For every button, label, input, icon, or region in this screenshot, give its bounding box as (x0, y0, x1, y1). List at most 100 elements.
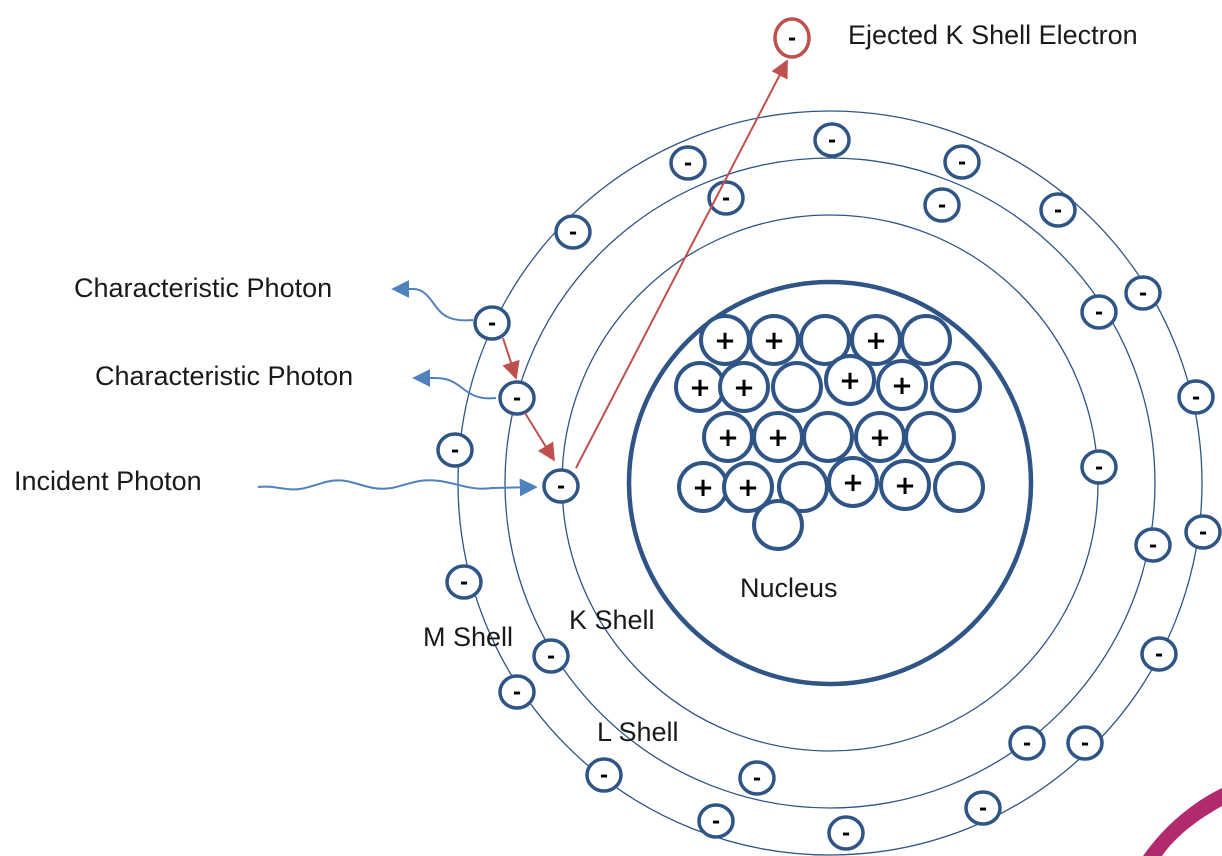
ejection-arrow (575, 59, 788, 469)
neutron (930, 361, 982, 413)
electron: - (964, 790, 1002, 826)
proton-sign: + (869, 423, 891, 453)
proton-sign: + (839, 366, 861, 396)
electron: - (738, 760, 776, 796)
proton: + (854, 411, 906, 463)
electron: - (532, 638, 570, 674)
electron-group: ---------------------------- (436, 122, 1222, 851)
electron: - (498, 674, 536, 710)
neutron (799, 314, 851, 366)
proton-sign: + (717, 423, 739, 453)
electron-sign: - (557, 474, 565, 498)
electron: - (1177, 379, 1215, 415)
neutron (900, 314, 952, 366)
electron-sign: - (722, 186, 730, 210)
electron: - (1080, 449, 1118, 485)
decorative-swoosh (1143, 788, 1222, 856)
characteristic-photon-wave-1 (391, 280, 474, 322)
electron: - (1184, 514, 1222, 550)
proton: + (879, 459, 931, 511)
proton: + (876, 359, 928, 411)
electron: - (827, 815, 865, 851)
electron: - (445, 564, 483, 600)
proton-sign: + (737, 473, 759, 503)
electron: - (697, 803, 735, 839)
electron-sign: - (958, 150, 966, 174)
electron: - (813, 122, 851, 158)
neutron (802, 411, 854, 463)
proton-sign: + (763, 326, 785, 356)
proton-sign: + (714, 326, 736, 356)
proton: + (677, 461, 729, 513)
neutron (752, 499, 804, 551)
electron: - (1066, 725, 1104, 761)
electron-sign: - (569, 220, 577, 244)
ejected-electron-label: Ejected K Shell Electron (848, 20, 1138, 50)
electron-sign: - (600, 763, 608, 787)
proton: + (699, 314, 751, 366)
electron: - (498, 380, 536, 416)
m-shell-orbit (457, 110, 1203, 856)
proton-sign: + (689, 373, 711, 403)
electron: - (542, 468, 580, 504)
electron: - (1124, 275, 1162, 311)
k-shell-label: K Shell (569, 605, 655, 635)
electron: - (1039, 192, 1077, 228)
electron-sign: - (1054, 198, 1062, 222)
proton: + (748, 314, 800, 366)
electron: - (1140, 636, 1178, 672)
electron-sign: - (1155, 642, 1163, 666)
electron-sign: - (1192, 385, 1200, 409)
electron: - (436, 432, 474, 468)
ejected-electron-sign: - (788, 26, 796, 50)
electron-sign: - (513, 386, 521, 410)
electron-sign: - (828, 128, 836, 152)
characteristic-photon-label-1: Characteristic Photon (74, 273, 332, 303)
electron-sign: - (1149, 533, 1157, 557)
proton-sign: + (865, 326, 887, 356)
electron-sign: - (460, 570, 468, 594)
electron-sign: - (451, 438, 459, 462)
electron: - (585, 757, 623, 793)
proton-sign: + (891, 371, 913, 401)
proton: + (827, 456, 879, 508)
electron: - (1008, 725, 1046, 761)
electron: - (923, 187, 961, 223)
nucleus-label: Nucleus (740, 573, 838, 603)
electron: - (707, 180, 745, 216)
incident-photon-label: Incident Photon (14, 466, 202, 496)
nucleon-group: ++++++++++++++ (674, 314, 985, 551)
electron: - (1134, 527, 1172, 563)
proton: + (722, 461, 774, 513)
transition-arrow-l-to-k (524, 412, 555, 462)
nucleus-boundary (626, 279, 1034, 687)
electron-sign: - (1139, 281, 1147, 305)
neutron (933, 461, 985, 513)
electron-sign: - (1095, 300, 1103, 324)
electron-sign: - (684, 151, 692, 175)
electron-sign: - (712, 809, 720, 833)
electron-sign: - (488, 311, 496, 335)
proton-sign: + (842, 468, 864, 498)
transition-arrow-m-to-l (502, 337, 520, 380)
neutron (771, 361, 823, 413)
proton: + (824, 354, 876, 406)
electron-sign: - (753, 766, 761, 790)
proton-sign: + (894, 471, 916, 501)
electron: - (473, 305, 511, 341)
proton: + (752, 411, 804, 463)
proton: + (702, 411, 754, 463)
incident-photon-wave (257, 478, 538, 497)
l-shell-orbit (504, 157, 1156, 809)
neutron (904, 411, 956, 463)
proton-sign: + (692, 473, 714, 503)
electron-sign: - (547, 644, 555, 668)
electron-sign: - (1095, 455, 1103, 479)
electron: - (669, 145, 707, 181)
electron-sign: - (513, 680, 521, 704)
electron-sign: - (1081, 731, 1089, 755)
proton-sign: + (767, 423, 789, 453)
electron: - (554, 214, 592, 250)
electron: - (1080, 294, 1118, 330)
